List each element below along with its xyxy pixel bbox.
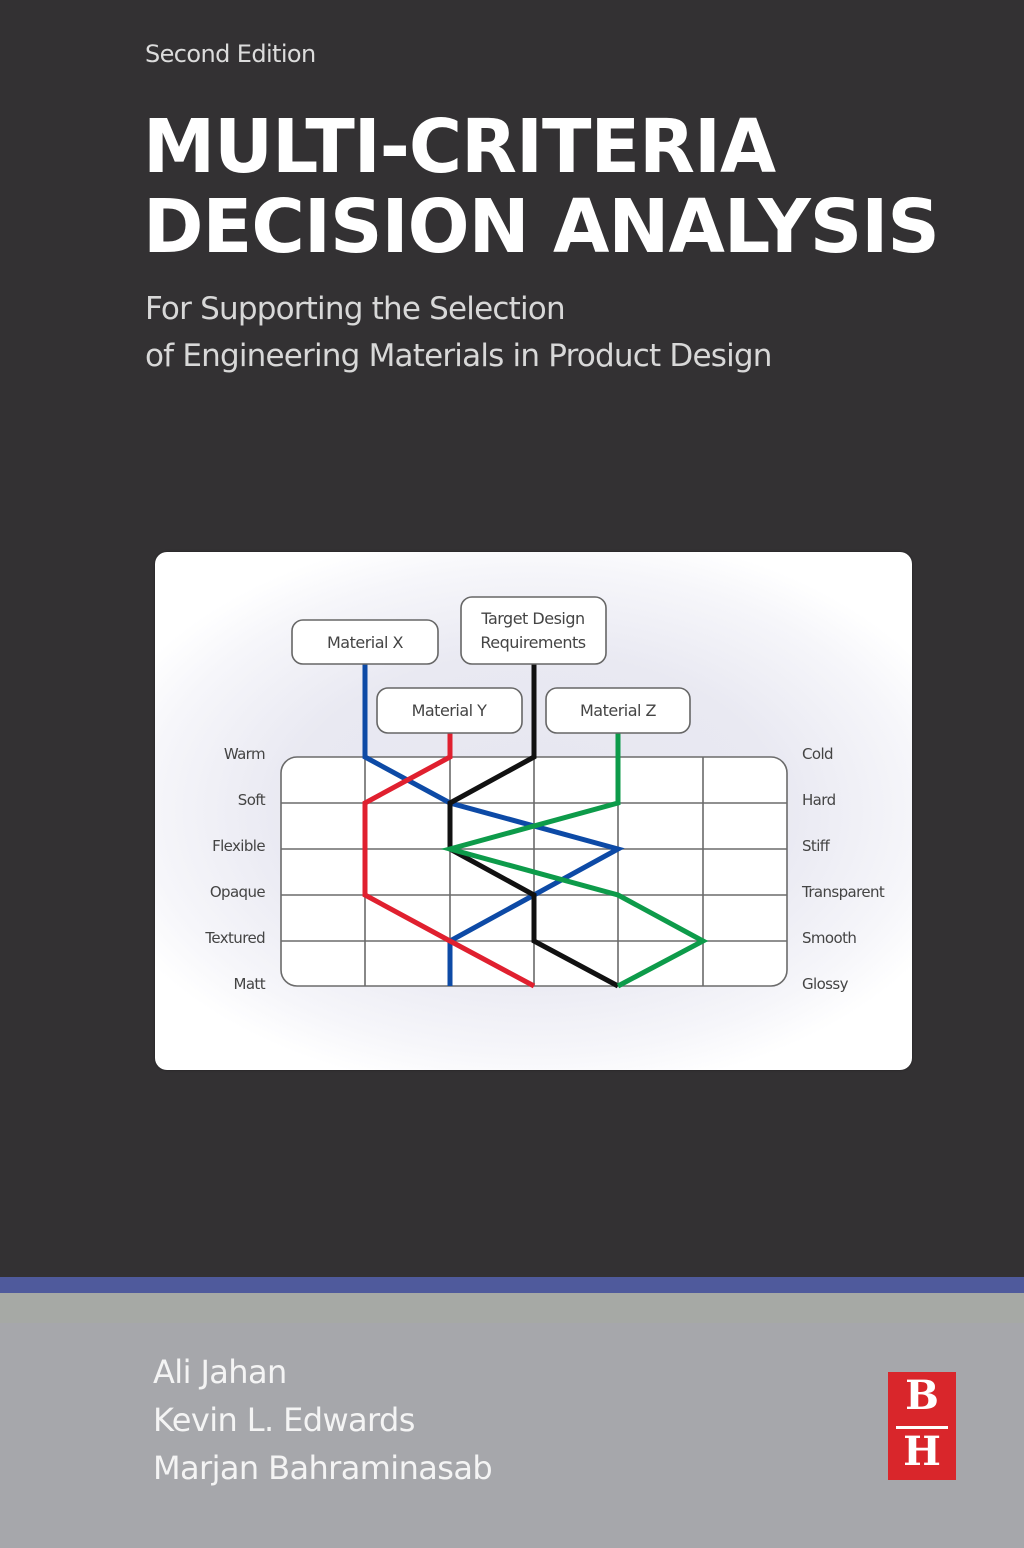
box-label-line-2: Requirements: [480, 633, 585, 652]
series-lines: [362, 664, 709, 989]
right-label: Smooth: [802, 929, 856, 947]
series-line-material-z: [440, 733, 709, 989]
accent-band: [0, 1277, 1024, 1293]
logo-letter-h: H: [903, 1428, 941, 1475]
publisher-logo: B H: [888, 1372, 956, 1480]
box-label: Material Y: [412, 701, 488, 720]
box-material-z: Material Z: [545, 687, 691, 734]
right-axis-labels: Cold Hard Stiff Transparent Smooth Gloss…: [801, 745, 886, 993]
right-label: Transparent: [801, 883, 885, 901]
divider-band: [0, 1293, 1024, 1323]
author-name: Ali Jahan: [153, 1353, 287, 1391]
box-label-line-1: Target Design: [480, 609, 584, 628]
right-label: Stiff: [802, 837, 830, 855]
left-label: Soft: [238, 791, 266, 809]
right-label: Cold: [802, 745, 833, 763]
left-label: Textured: [204, 929, 265, 947]
box-label: Material Z: [580, 701, 657, 720]
box-material-x: Material X: [291, 619, 439, 665]
box-material-y: Material Y: [376, 687, 523, 734]
subtitle-line-2: of Engineering Materials in Product Desi…: [145, 338, 772, 374]
box-label: Material X: [327, 633, 404, 652]
right-label: Glossy: [802, 975, 849, 993]
left-label: Warm: [224, 745, 265, 763]
book-title-line-2: DECISION ANALYSIS: [143, 184, 940, 270]
box-target-design-requirements: Target Design Requirements: [460, 596, 607, 665]
author-name: Marjan Bahraminasab: [153, 1449, 493, 1487]
logo-divider: [896, 1426, 948, 1429]
edition-label: Second Edition: [145, 40, 316, 68]
series-line-material-y: [362, 733, 536, 989]
footer-panel: [0, 1323, 1024, 1548]
author-name: Kevin L. Edwards: [153, 1401, 415, 1439]
left-label: Opaque: [210, 883, 266, 901]
left-label: Matt: [234, 975, 266, 993]
diagram-card: Material X Target Design Requirements Ma…: [155, 552, 912, 1070]
book-title-line-1: MULTI-CRITERIA: [143, 104, 776, 190]
left-axis-labels: Warm Soft Flexible Opaque Textured Matt: [204, 745, 266, 993]
right-label: Hard: [802, 791, 836, 809]
material-profile-diagram: Material X Target Design Requirements Ma…: [204, 596, 886, 993]
subtitle-line-1: For Supporting the Selection: [145, 291, 566, 327]
left-label: Flexible: [212, 837, 265, 855]
logo-letter-b: B: [905, 1372, 939, 1419]
